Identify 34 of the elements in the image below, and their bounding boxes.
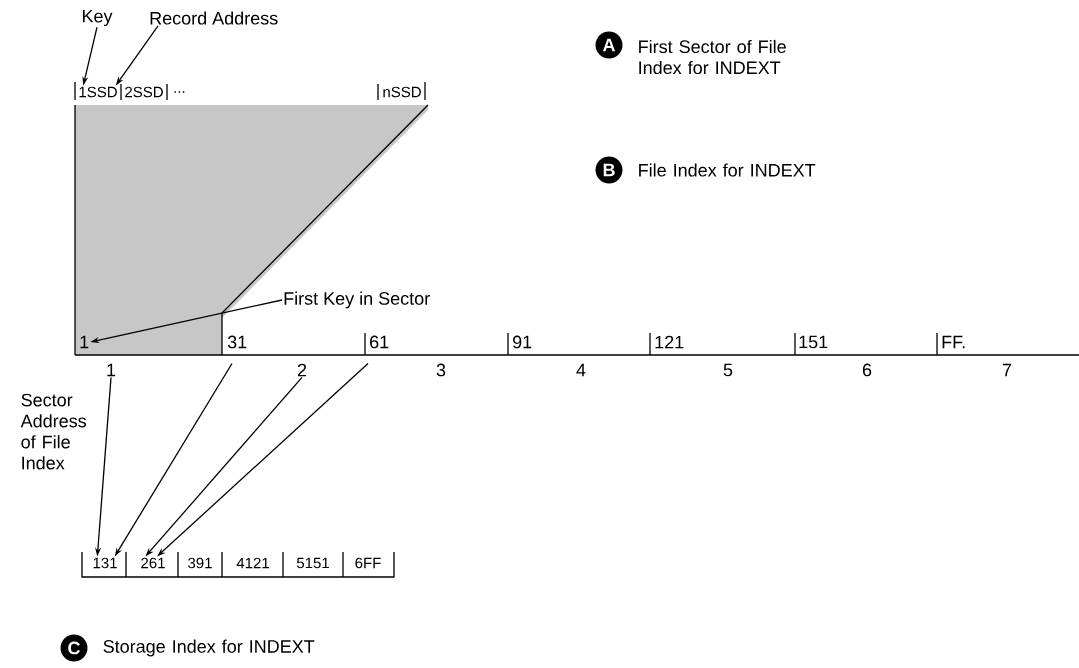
key-value: 151 <box>799 335 828 349</box>
callout-text: First Key in Sector <box>284 291 430 309</box>
badge-caption: Storage Index for INDEXT <box>103 639 315 657</box>
storage-index-cell: 261 <box>141 557 165 569</box>
badge-caption: First Sector of File Index for INDEXT <box>639 39 786 75</box>
letter-badge: A <box>595 31 623 59</box>
sector-number: 6 <box>862 363 872 377</box>
record-cell: 1SSD <box>79 86 117 98</box>
callout-text: Record Address <box>150 11 278 25</box>
storage-index-cell: 5151 <box>296 557 329 569</box>
storage-index-cell: 4121 <box>236 557 269 569</box>
key-value: 1 <box>80 335 89 349</box>
key-value: FF. <box>942 335 965 349</box>
key-value: 31 <box>227 335 247 349</box>
key-value: 61 <box>370 335 389 349</box>
letter-badge: C <box>60 634 88 662</box>
storage-index-cell: 6FF <box>355 557 381 569</box>
sector-number: 7 <box>1002 363 1012 377</box>
key-value: 121 <box>655 335 684 349</box>
sector-number: 3 <box>436 363 446 377</box>
sector-number: 4 <box>576 363 586 377</box>
letter-badge: B <box>595 156 623 184</box>
storage-index-cell: 131 <box>93 557 117 569</box>
badge-caption: File Index for INDEXT <box>639 163 816 177</box>
callout-text: Key <box>82 9 113 27</box>
record-cell: nSSD <box>383 86 421 98</box>
sector-number: 1 <box>107 363 116 377</box>
storage-index-cell: 391 <box>188 557 212 569</box>
record-cell: ... <box>174 91 185 93</box>
side-note: Sector Address of File Index <box>20 393 87 470</box>
sector-number: 2 <box>297 363 307 377</box>
sector-number: 5 <box>723 363 733 377</box>
record-cell: 2SSD <box>125 86 163 98</box>
key-value: 91 <box>513 335 532 349</box>
